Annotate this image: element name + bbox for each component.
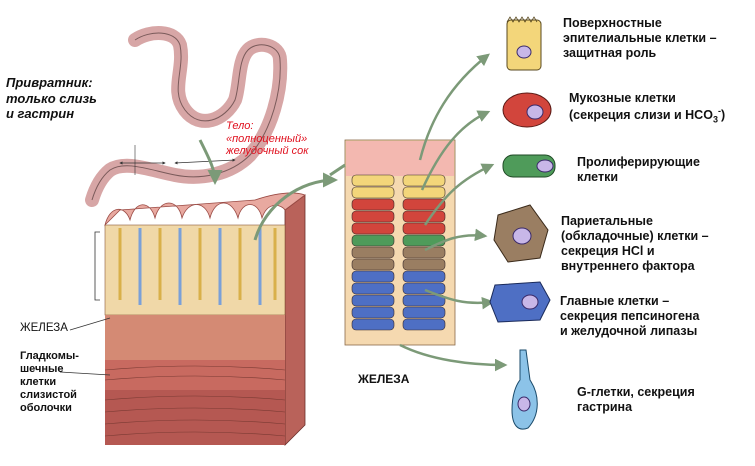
gland-cell: [351, 294, 395, 307]
mucosa-block: [94, 192, 306, 446]
gland-cell: [351, 318, 395, 331]
gland-cell: [351, 258, 395, 271]
surface-epithelial-label: Поверхностные эпителиальные клетки – защ…: [563, 16, 717, 60]
gland-cells-right: [402, 174, 446, 331]
proliferating-cell-label: Пролиферирующие клетки: [577, 155, 700, 184]
mucous-cell-label: Мукозные клетки (секреция слизи и HCO3-): [569, 91, 725, 125]
gland-label-center: ЖЕЛЕЗА: [358, 372, 410, 386]
pylorus-label: Привратник: только слизь и гастрин: [6, 75, 97, 122]
gland-label-left: ЖЕЛЕЗА: [20, 322, 68, 334]
arrow-proliferating: [423, 163, 495, 226]
gland-cell: [402, 198, 446, 211]
gland-cell: [351, 270, 395, 283]
gland-cell: [351, 246, 395, 259]
proliferating-cell-icon: [502, 154, 556, 178]
gland-cell: [402, 246, 446, 259]
gland-cell: [351, 222, 395, 235]
gland-cell: [351, 198, 395, 211]
arrow-mucous: [420, 110, 491, 191]
smooth-muscle-label: Гладкомы- шечные клетки слизистой оболоч…: [20, 350, 79, 414]
gland-cell: [351, 234, 395, 247]
gland-cell: [351, 174, 395, 187]
parietal-cell-icon: [493, 204, 549, 263]
gland-cell: [351, 306, 395, 319]
gland-cell: [351, 210, 395, 223]
gland-cell: [402, 306, 446, 319]
gland-cell: [402, 258, 446, 271]
gland-cell: [402, 318, 446, 331]
gland-cell: [402, 210, 446, 223]
gland-cell: [351, 282, 395, 295]
gland-cell: [351, 186, 395, 199]
mucous-cell-label-sub: 3: [712, 114, 718, 125]
mucous-cell-label-text: Мукозные клетки (секреция слизи и HCO: [569, 91, 713, 123]
gland-cell: [402, 270, 446, 283]
gland-cell: [402, 282, 446, 295]
surface-epithelial-cell-icon: [506, 16, 542, 71]
mucous-cell-label-tail: ): [720, 108, 726, 123]
gland-panel: [344, 139, 456, 346]
chief-cell-icon: [489, 281, 551, 323]
stomach-outline: [85, 26, 288, 207]
arrow-surface: [418, 53, 490, 161]
body-label: Тело: «полноценный» желудочный сок: [226, 120, 309, 158]
g-cell-label: G-глетки, секреция гастрина: [577, 385, 695, 414]
parietal-cell-label: Париетальные (обкладочные) клетки – секр…: [561, 214, 709, 273]
gland-cells-left: [351, 174, 395, 331]
mucous-cell-icon: [502, 92, 552, 128]
gland-cell: [402, 186, 446, 199]
chief-cell-label: Главные клетки – секреция пепсиногена и …: [560, 294, 700, 338]
gland-cell: [402, 294, 446, 307]
mucous-cell-label-sup: -: [717, 106, 721, 116]
arrow-parietal: [424, 228, 488, 252]
arrow-chief: [424, 288, 495, 310]
cell-arrows: [418, 53, 495, 310]
g-cell-icon: [511, 349, 538, 430]
gland-cell: [402, 222, 446, 235]
